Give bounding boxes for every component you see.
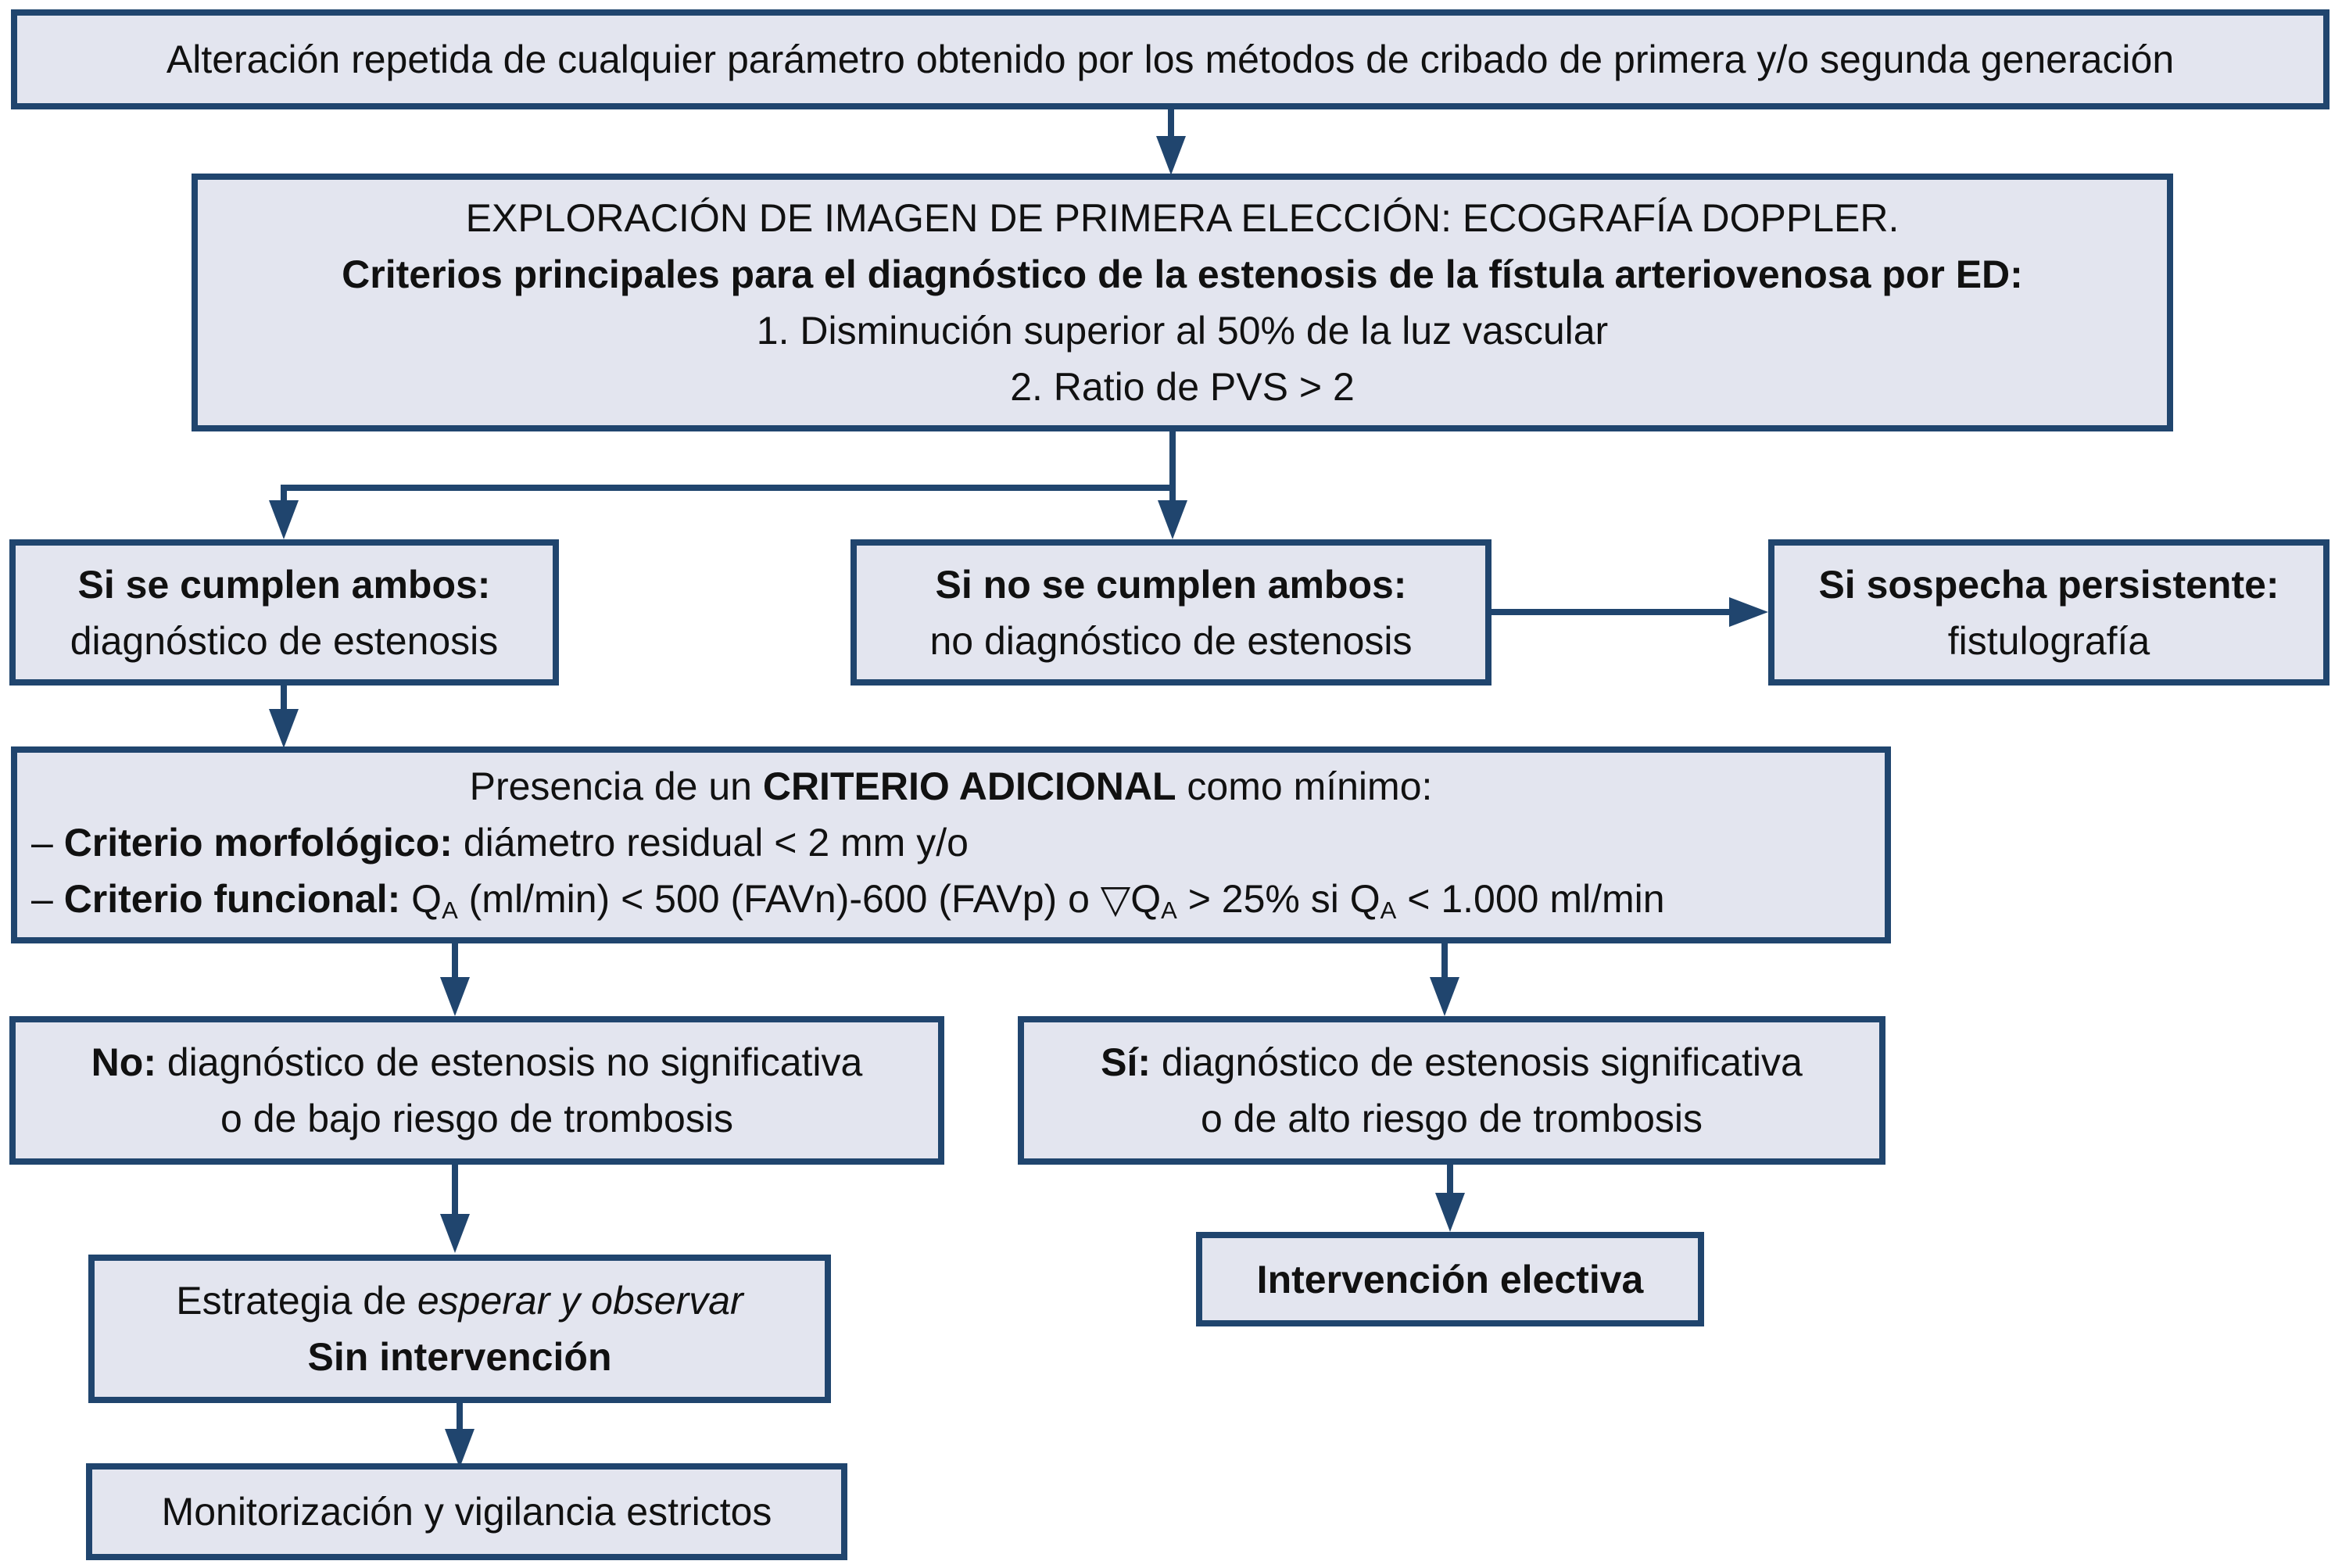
criterion-morph-rest: diámetro residual < 2 mm y/o xyxy=(452,820,969,865)
both-not-met-title: Si no se cumplen ambos: xyxy=(935,562,1407,607)
node-additional-criterion: Presencia de un CRITERIO ADICIONAL como … xyxy=(11,746,1891,943)
criterion-func-sub1: A xyxy=(442,897,458,925)
monitoring-text: Monitorización y vigilancia estrictos xyxy=(161,1490,772,1534)
arrow-to-no-head xyxy=(440,977,470,1016)
node-persistent-suspicion: Si sospecha persistente: fistulografía xyxy=(1768,539,2329,686)
criterion-intro-line: Presencia de un CRITERIO ADICIONAL como … xyxy=(17,758,1885,814)
no-branch-line1: No: diagnóstico de estenosis no signific… xyxy=(16,1034,938,1090)
screening-alert-text: Alteración repetida de cualquier parámet… xyxy=(166,38,2175,81)
arrow-screening-to-exploration-line xyxy=(1168,109,1174,141)
yes-branch-bold: Sí: xyxy=(1101,1040,1151,1084)
connector-exploration-branch xyxy=(281,485,1176,491)
arrow-to-persistent-line xyxy=(1492,609,1731,615)
node-monitoring: Monitorización y vigilancia estrictos xyxy=(86,1463,847,1560)
criterion-intro-pre: Presencia de un xyxy=(469,764,763,808)
both-met-subtitle: diagnóstico de estenosis xyxy=(70,618,499,663)
criterion-func-sub2: A xyxy=(1161,897,1177,925)
yes-branch-line1: Sí: diagnóstico de estenosis significati… xyxy=(1024,1034,1879,1090)
criterion-func-dash: – xyxy=(31,876,64,921)
arrow-to-wait-head xyxy=(440,1214,470,1253)
arrow-to-both-not-met-head xyxy=(1158,500,1187,539)
criterion-morph-bold: Criterio morfológico: xyxy=(63,820,453,865)
criterion-intro-post: como mínimo: xyxy=(1176,764,1433,808)
arrow-to-yes-head xyxy=(1430,977,1459,1016)
exploration-line1: EXPLORACIÓN DE IMAGEN DE PRIMERA ELECCIÓ… xyxy=(465,196,1900,240)
connector-exploration-stem xyxy=(1169,431,1176,505)
persistent-suspicion-subtitle: fistulografía xyxy=(1947,618,2150,663)
arrow-to-wait-line xyxy=(452,1165,458,1219)
yes-branch-rest: diagnóstico de estenosis significativa xyxy=(1151,1040,1803,1084)
wait-and-watch-line1: Estrategia de esperar y observar xyxy=(95,1273,825,1329)
no-branch-rest: diagnóstico de estenosis no significativ… xyxy=(156,1040,863,1084)
criterion-func-seg3: > 25% si Q xyxy=(1176,876,1380,921)
criterion-func-bold: Criterio funcional: xyxy=(63,876,401,921)
wait-and-watch-pre: Estrategia de xyxy=(176,1279,417,1323)
node-doppler-exploration: EXPLORACIÓN DE IMAGEN DE PRIMERA ELECCIÓ… xyxy=(192,174,2173,431)
arrow-to-criterion-head xyxy=(269,709,299,748)
arrow-to-no-line xyxy=(452,943,458,983)
arrow-to-monitoring-line xyxy=(457,1403,463,1434)
arrow-screening-to-exploration-head xyxy=(1156,136,1186,175)
exploration-line3: 1. Disminución superior al 50% de la luz… xyxy=(756,309,1609,353)
criterion-func-sub3: A xyxy=(1380,897,1397,925)
yes-branch-line2: o de alto riesgo de trombosis xyxy=(1200,1097,1703,1140)
node-wait-and-watch: Estrategia de esperar y observar Sin int… xyxy=(88,1255,831,1403)
node-screening-alert: Alteración repetida de cualquier parámet… xyxy=(11,9,2329,109)
criterion-func-seg2: (ml/min) < 500 (FAVn)-600 (FAVp) o ▽Q xyxy=(457,876,1162,921)
criterion-functional-line: – Criterio funcional: QA (ml/min) < 500 … xyxy=(17,871,1885,933)
arrow-to-persistent-head xyxy=(1729,597,1768,627)
arrow-to-elective-head xyxy=(1435,1193,1465,1232)
arrow-to-yes-line xyxy=(1441,943,1448,983)
persistent-suspicion-title: Si sospecha persistente: xyxy=(1818,562,2279,607)
node-yes-branch: Sí: diagnóstico de estenosis significati… xyxy=(1018,1016,1885,1165)
exploration-line4: 2. Ratio de PVS > 2 xyxy=(1010,365,1355,409)
arrow-to-monitoring-head xyxy=(445,1429,474,1468)
criterion-func-seg1: Q xyxy=(400,876,442,921)
elective-intervention-text: Intervención electiva xyxy=(1256,1257,1644,1301)
both-not-met-subtitle: no diagnóstico de estenosis xyxy=(929,618,1413,663)
arrow-to-both-met-line xyxy=(281,485,287,505)
wait-and-watch-italic: esperar y observar xyxy=(417,1279,743,1323)
criterion-intro-bold: CRITERIO ADICIONAL xyxy=(762,764,1176,808)
exploration-line2: Criterios principales para el diagnóstic… xyxy=(342,252,2023,296)
no-branch-line2: o de bajo riesgo de trombosis xyxy=(220,1097,733,1140)
criterion-morph-dash: – xyxy=(31,820,64,865)
wait-and-watch-line2: Sin intervención xyxy=(307,1335,612,1379)
both-met-title: Si se cumplen ambos: xyxy=(77,562,491,607)
node-elective-intervention: Intervención electiva xyxy=(1196,1232,1704,1326)
criterion-func-seg4: < 1.000 ml/min xyxy=(1396,876,1665,921)
node-no-branch: No: diagnóstico de estenosis no signific… xyxy=(9,1016,944,1165)
arrow-to-both-met-head xyxy=(269,500,299,539)
no-branch-bold: No: xyxy=(91,1040,156,1084)
node-both-met: Si se cumplen ambos: diagnóstico de este… xyxy=(9,539,559,686)
node-both-not-met: Si no se cumplen ambos: no diagnóstico d… xyxy=(850,539,1492,686)
arrow-to-criterion-line xyxy=(281,686,287,714)
criterion-morphologic-line: – Criterio morfológico: diámetro residua… xyxy=(17,814,1885,871)
arrow-to-elective-line xyxy=(1447,1165,1453,1197)
